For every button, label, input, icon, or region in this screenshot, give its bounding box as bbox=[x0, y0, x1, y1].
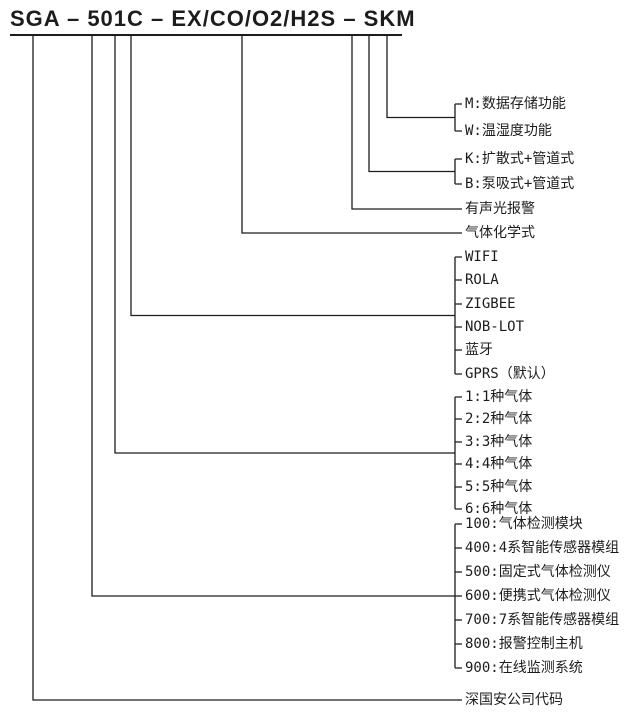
option-label-sampling-method: B:泵吸式+管道式 bbox=[465, 176, 575, 192]
option-label-gas-count: 5:5种气体 bbox=[465, 479, 533, 495]
title-underline bbox=[10, 34, 402, 36]
option-label-product-series: 900:在线监测系统 bbox=[465, 660, 583, 676]
option-label-gas-count: 2:2种气体 bbox=[465, 411, 533, 427]
option-label-sampling-method: K:扩散式+管道式 bbox=[465, 151, 575, 167]
connector-path bbox=[32, 36, 462, 701]
option-label-gas-formula: 气体化学式 bbox=[465, 225, 535, 241]
option-label-gas-count: 1:1种气体 bbox=[465, 389, 533, 405]
option-label-storage-function: W:温湿度功能 bbox=[465, 123, 552, 139]
option-label-communication-type: 蓝牙 bbox=[465, 342, 493, 358]
option-label-product-series: 800:报警控制主机 bbox=[465, 636, 583, 652]
model-code-title: SGA – 501C – EX/CO/O2/H2S – SKM bbox=[10, 6, 416, 31]
option-label-gas-count: 4:4种气体 bbox=[465, 456, 533, 472]
option-label-communication-type: NOB-LOT bbox=[465, 319, 525, 335]
option-label-communication-type: ROLA bbox=[465, 272, 499, 288]
option-label-product-series: 100:气体检测模块 bbox=[465, 516, 583, 532]
option-label-communication-type: WIFI bbox=[465, 249, 499, 265]
option-label-product-series: 400:4系智能传感器模组 bbox=[465, 540, 620, 556]
option-label-company-code: 深国安公司代码 bbox=[465, 692, 563, 708]
option-label-communication-type: GPRS（默认） bbox=[465, 366, 555, 382]
option-label-product-series: 500:固定式气体检测仪 bbox=[465, 564, 611, 580]
option-label-product-series: 700:7系智能传感器模组 bbox=[465, 612, 620, 628]
option-label-gas-count: 6:6种气体 bbox=[465, 501, 533, 517]
option-label-alarm-type: 有声光报警 bbox=[465, 201, 535, 217]
option-label-gas-count: 3:3种气体 bbox=[465, 434, 533, 450]
option-label-communication-type: ZIGBEE bbox=[465, 296, 516, 312]
option-label-product-series: 600:便携式气体检测仪 bbox=[465, 588, 611, 604]
option-label-storage-function: M:数据存储功能 bbox=[465, 96, 566, 112]
